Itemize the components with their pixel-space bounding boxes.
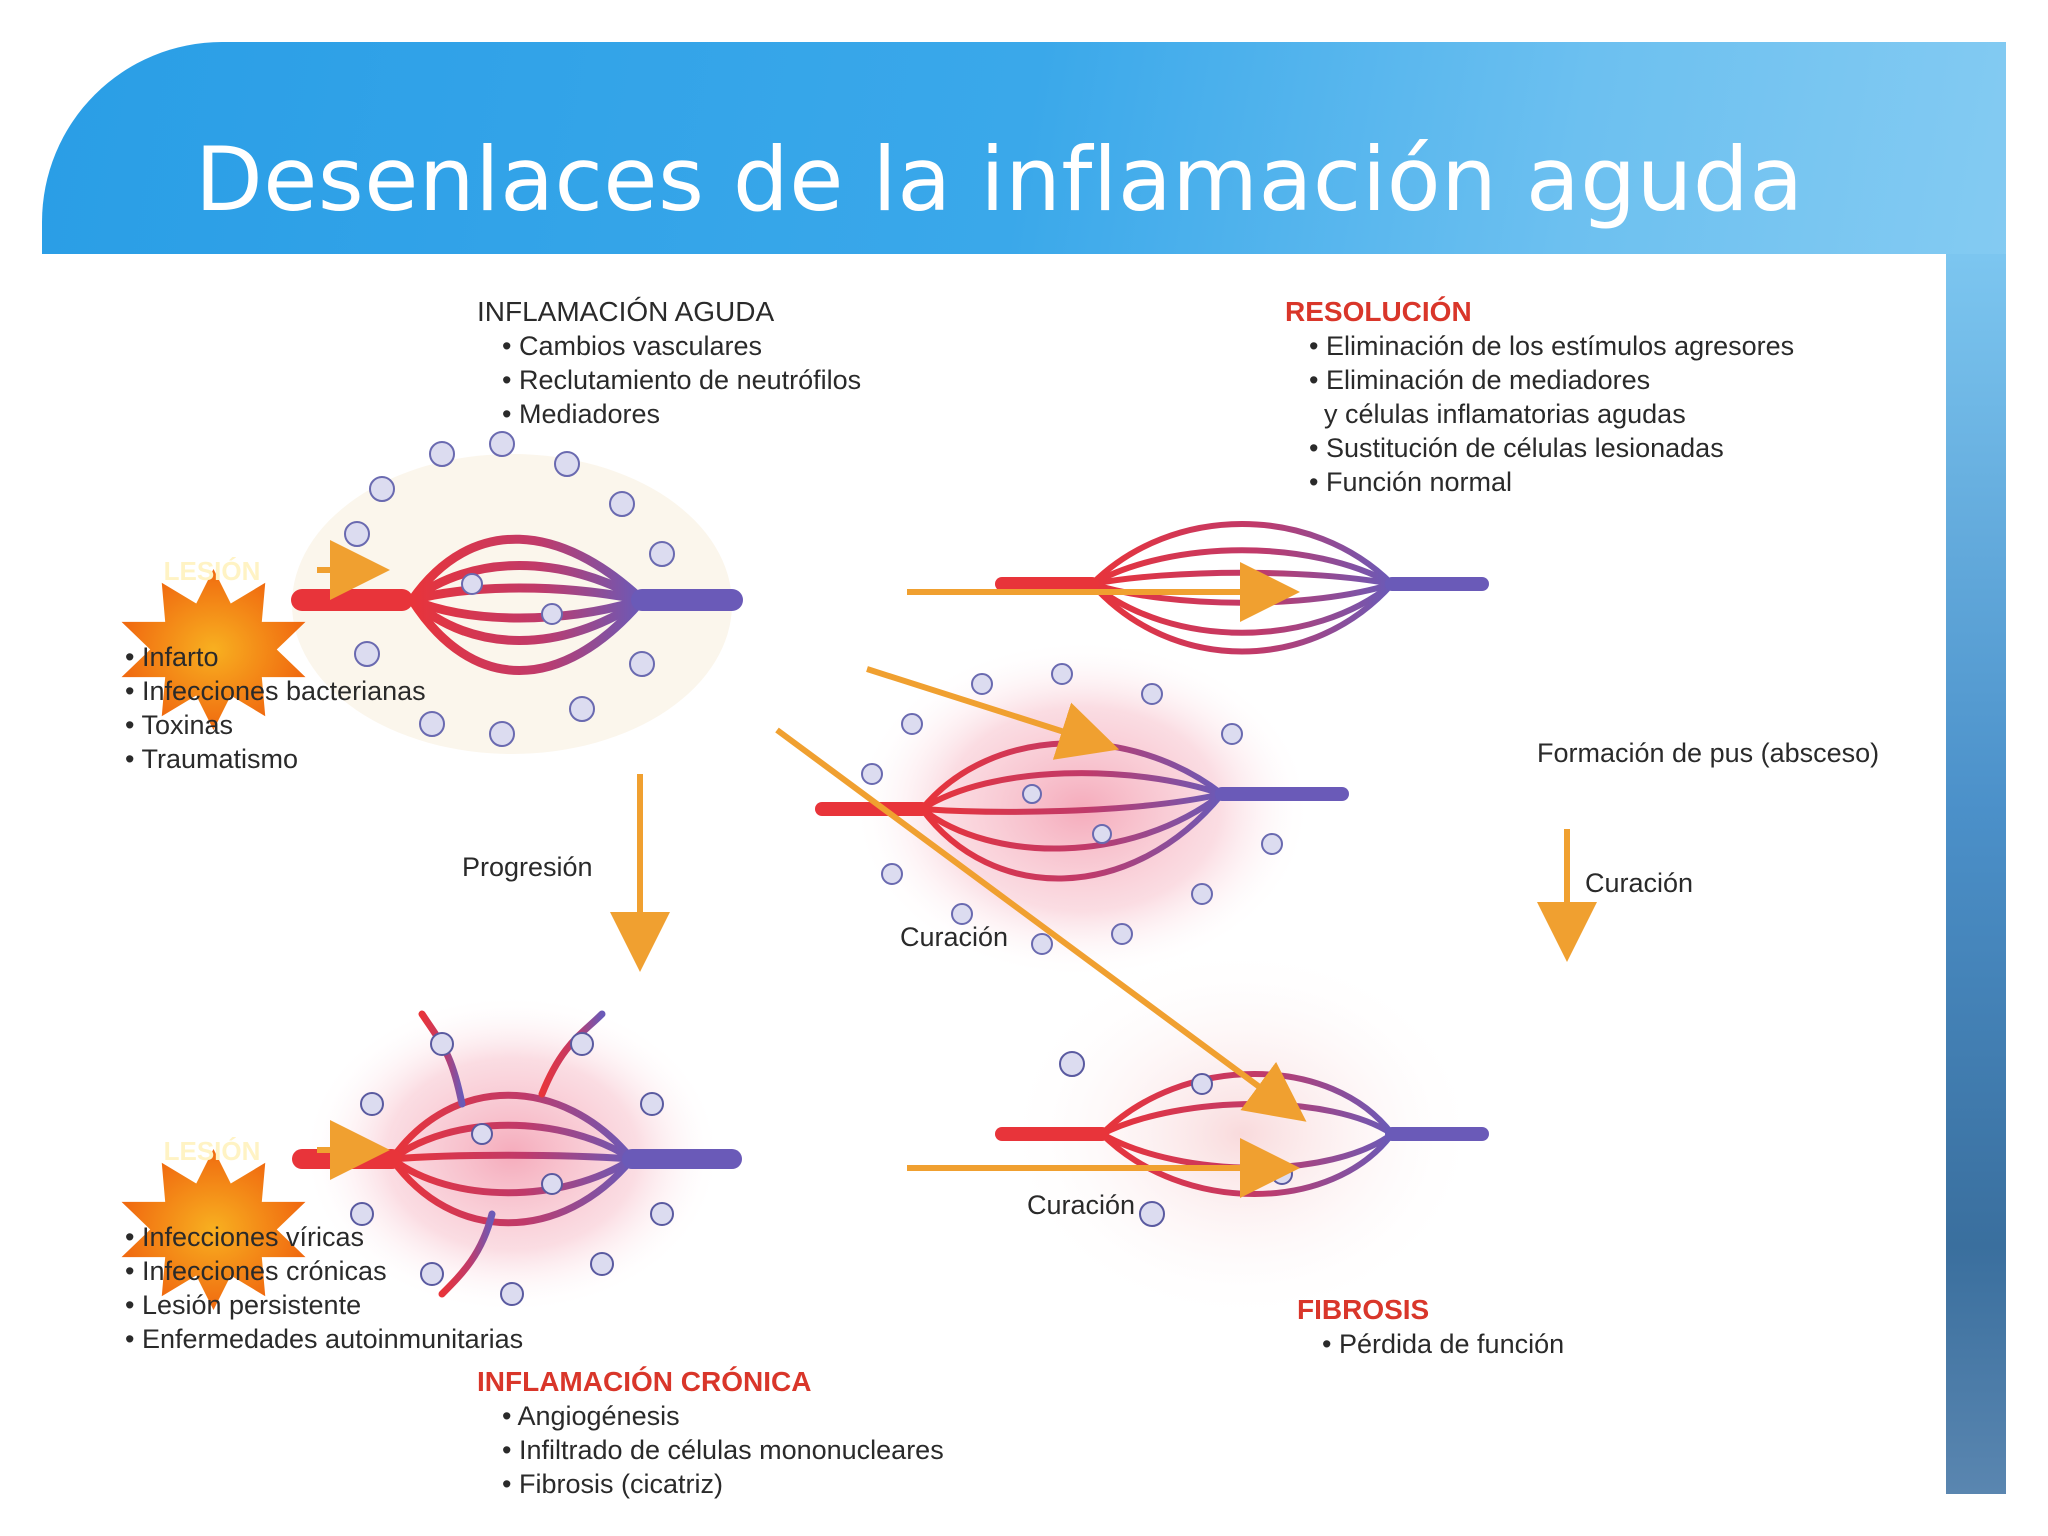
chronic-item: • Infiltrado de células mononucleares — [502, 1435, 944, 1465]
lesion-burst-top — [121, 569, 306, 730]
healing-diagonal-label: Curación — [900, 922, 1008, 952]
acute-inflammation-text: INFLAMACIÓN AGUDA • Cambios vasculares •… — [477, 296, 861, 429]
arrow-acute-to-fibrosis — [775, 727, 1307, 1122]
lesion-bottom-badge: LESIÓN — [164, 1136, 261, 1166]
healing-abscess-label: Curación — [1585, 868, 1693, 898]
cause-item: • Toxinas — [125, 710, 233, 740]
lesion-top-badge: LESIÓN — [164, 556, 261, 586]
cause-item: • Infarto — [125, 642, 219, 672]
inflammation-outcomes-diagram: LESIÓN LESIÓN INFLAMACIÓN AGUDA • Cambio… — [121, 296, 1879, 1499]
cause-item: • Infecciones víricas — [125, 1222, 364, 1252]
slide-title: Desenlaces de la inflamación aguda — [195, 128, 1804, 231]
acute-item: • Cambios vasculares — [502, 331, 762, 361]
cause-item: • Lesión persistente — [125, 1290, 361, 1320]
lesion-burst-bottom — [121, 1149, 306, 1310]
resolution-item: • Eliminación de mediadores — [1309, 365, 1650, 395]
diagram-area: LESIÓN LESIÓN INFLAMACIÓN AGUDA • Cambio… — [42, 254, 1946, 1536]
cause-item: • Enfermedades autoinmunitarias — [125, 1324, 523, 1354]
chronic-inflammation-text: INFLAMACIÓN CRÓNICA • Angiogénesis • Inf… — [477, 1366, 944, 1499]
cause-item: • Traumatismo — [125, 744, 298, 774]
chronic-item: • Fibrosis (cicatriz) — [502, 1469, 723, 1499]
acute-inflammation-illustration — [291, 431, 743, 754]
lesion-top-causes: • Infarto • Infecciones bacterianas • To… — [125, 642, 426, 774]
fibrosis-heading: FIBROSIS — [1297, 1294, 1429, 1325]
fibrosis-text: FIBROSIS • Pérdida de función — [1297, 1294, 1564, 1359]
abscess-label: Formación de pus (absceso) — [1537, 738, 1879, 768]
resolution-text: RESOLUCIÓN • Eliminación de los estímulo… — [1285, 296, 1794, 497]
arrow-acute-to-abscess — [866, 666, 1120, 760]
fibrosis-item: • Pérdida de función — [1322, 1329, 1564, 1359]
lesion-bottom-causes: • Infecciones víricas • Infecciones crón… — [125, 1222, 523, 1354]
chronic-inflammation-illustration — [292, 994, 742, 1314]
slide-side-accent — [1946, 254, 2006, 1494]
acute-heading: INFLAMACIÓN AGUDA — [477, 296, 774, 327]
acute-item: • Mediadores — [502, 399, 660, 429]
abscess-illustration — [815, 639, 1349, 979]
resolution-item: • Eliminación de los estímulos agresores — [1309, 331, 1794, 361]
resolution-heading: RESOLUCIÓN — [1285, 296, 1472, 327]
chronic-heading: INFLAMACIÓN CRÓNICA — [477, 1366, 811, 1397]
resolution-vessel-illustration — [995, 521, 1489, 655]
cause-item: • Infecciones crónicas — [125, 1256, 387, 1286]
acute-item: • Reclutamiento de neutrófilos — [502, 365, 861, 395]
resolution-item: y células inflamatorias agudas — [1309, 399, 1686, 429]
progression-label: Progresión — [462, 852, 593, 882]
resolution-item: • Función normal — [1309, 467, 1512, 497]
chronic-item: • Angiogénesis — [502, 1401, 680, 1431]
fibrosis-illustration — [995, 944, 1489, 1324]
resolution-item: • Sustitución de células lesionadas — [1309, 433, 1724, 463]
cause-item: • Infecciones bacterianas — [125, 676, 426, 706]
healing-chronic-label: Curación — [1027, 1190, 1135, 1220]
